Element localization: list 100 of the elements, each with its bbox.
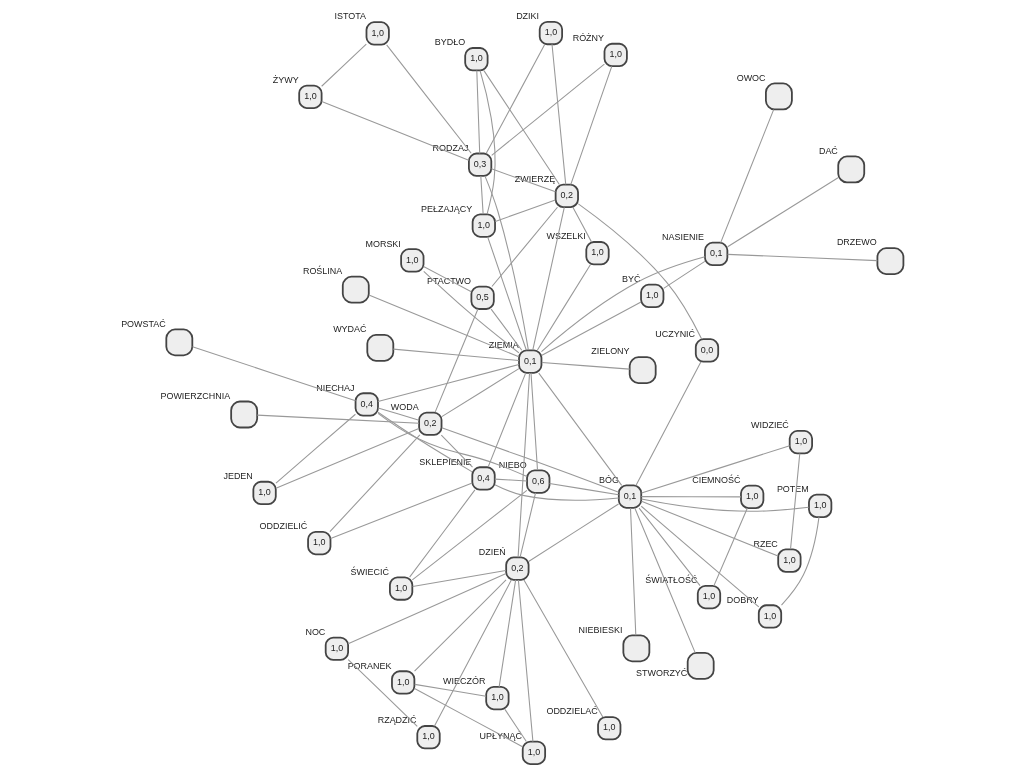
connector — [528, 503, 620, 562]
node-box — [366, 334, 395, 362]
node-label: ROŚLINA — [302, 265, 343, 276]
node-box — [230, 400, 259, 429]
node-label: NIEBIESKI — [578, 624, 623, 635]
node-label: RZEC — [753, 538, 778, 549]
connector — [440, 434, 474, 468]
node-label: SKLEPIENIE — [419, 456, 472, 467]
connector — [368, 294, 520, 358]
node-label: PORANEK — [347, 660, 392, 671]
connector — [321, 43, 367, 87]
connector — [517, 372, 531, 558]
node-label: RZĄDZIĆ — [377, 715, 417, 726]
connector — [629, 507, 637, 636]
connector — [414, 579, 507, 672]
connector — [377, 364, 520, 403]
connector — [551, 43, 567, 185]
connector — [392, 348, 520, 362]
node-label: DZIEŃ — [478, 546, 506, 557]
node-label: ŚWIATŁOŚĆ — [645, 575, 698, 586]
node-label: PTACTWO — [426, 275, 472, 286]
node-label: NASIENIE — [662, 232, 704, 243]
node-box — [628, 356, 657, 384]
node-label: NIEBO — [498, 459, 527, 470]
connector — [720, 109, 775, 244]
node-box — [622, 634, 651, 663]
connector — [480, 175, 484, 215]
node-label: DRZEWO — [836, 237, 877, 248]
connector — [476, 69, 481, 155]
node-label: WIECZÓR — [443, 676, 486, 687]
connector — [386, 44, 472, 154]
node-label: BÓG — [599, 474, 619, 485]
connector — [433, 579, 512, 727]
node-box — [765, 82, 793, 111]
connector — [780, 516, 820, 606]
node-label: JEDEN — [223, 471, 253, 482]
connector — [540, 256, 706, 353]
connector — [727, 253, 878, 262]
connector — [640, 500, 779, 557]
node-label: NIECHAJ — [316, 382, 355, 393]
connector — [577, 203, 703, 340]
node-label: ŚWIECIĆ — [350, 566, 389, 577]
connector — [490, 168, 557, 193]
node-label: BYĆ — [621, 273, 641, 284]
node-label: PEŁZAJĄCY — [421, 203, 473, 214]
connector — [485, 44, 546, 155]
connector — [727, 177, 839, 248]
node-box — [876, 247, 905, 276]
node-label: ZWIERZĘ — [514, 173, 556, 184]
node-label: BYDŁO — [434, 37, 466, 48]
connector — [634, 507, 696, 654]
connector — [275, 413, 356, 484]
connector — [517, 579, 534, 743]
connector — [347, 659, 418, 727]
node-label: WYDAĆ — [333, 324, 367, 335]
connector — [519, 492, 537, 558]
connector — [494, 478, 528, 482]
node-label: ŻYWY — [272, 74, 299, 85]
node-label: WSZELKI — [546, 231, 586, 242]
node-label: WODA — [390, 401, 419, 412]
connector — [423, 270, 520, 354]
connector — [549, 482, 620, 496]
connector — [640, 496, 742, 498]
node-label: RODZAJ — [432, 142, 469, 153]
node-label: OWOC — [736, 72, 766, 83]
node-box — [165, 328, 194, 357]
connector — [483, 70, 560, 186]
connector — [491, 206, 558, 288]
connector — [572, 206, 592, 243]
connector — [713, 507, 748, 587]
connector — [532, 206, 565, 351]
connector — [256, 414, 420, 424]
node-label: NOC — [305, 626, 326, 637]
connector — [347, 573, 507, 645]
connector — [329, 434, 421, 533]
connector — [504, 708, 527, 742]
connector — [640, 505, 760, 608]
connector — [484, 175, 529, 351]
node-box — [341, 275, 370, 304]
node-label: CIEMNOŚĆ — [692, 474, 741, 485]
connector — [414, 688, 523, 748]
connector — [414, 683, 487, 697]
node-label: ZIEMIA — [488, 339, 519, 350]
node-box — [837, 155, 866, 184]
node-label: ODDZIELIĆ — [259, 521, 308, 532]
connector — [321, 100, 470, 161]
connector — [441, 368, 520, 418]
connector — [790, 452, 801, 550]
connector — [487, 236, 527, 351]
node-label: UCZYNIĆ — [655, 328, 696, 339]
connector — [538, 372, 623, 486]
connector — [640, 498, 810, 512]
node-label: UPŁYNĄĆ — [479, 730, 522, 741]
connector — [409, 489, 476, 578]
connector — [494, 484, 620, 501]
connector — [540, 301, 642, 357]
node-label: ODDZIELAĆ — [546, 706, 598, 717]
connector — [541, 361, 631, 370]
node-label: DZIKI — [516, 11, 540, 22]
connector — [377, 407, 420, 421]
